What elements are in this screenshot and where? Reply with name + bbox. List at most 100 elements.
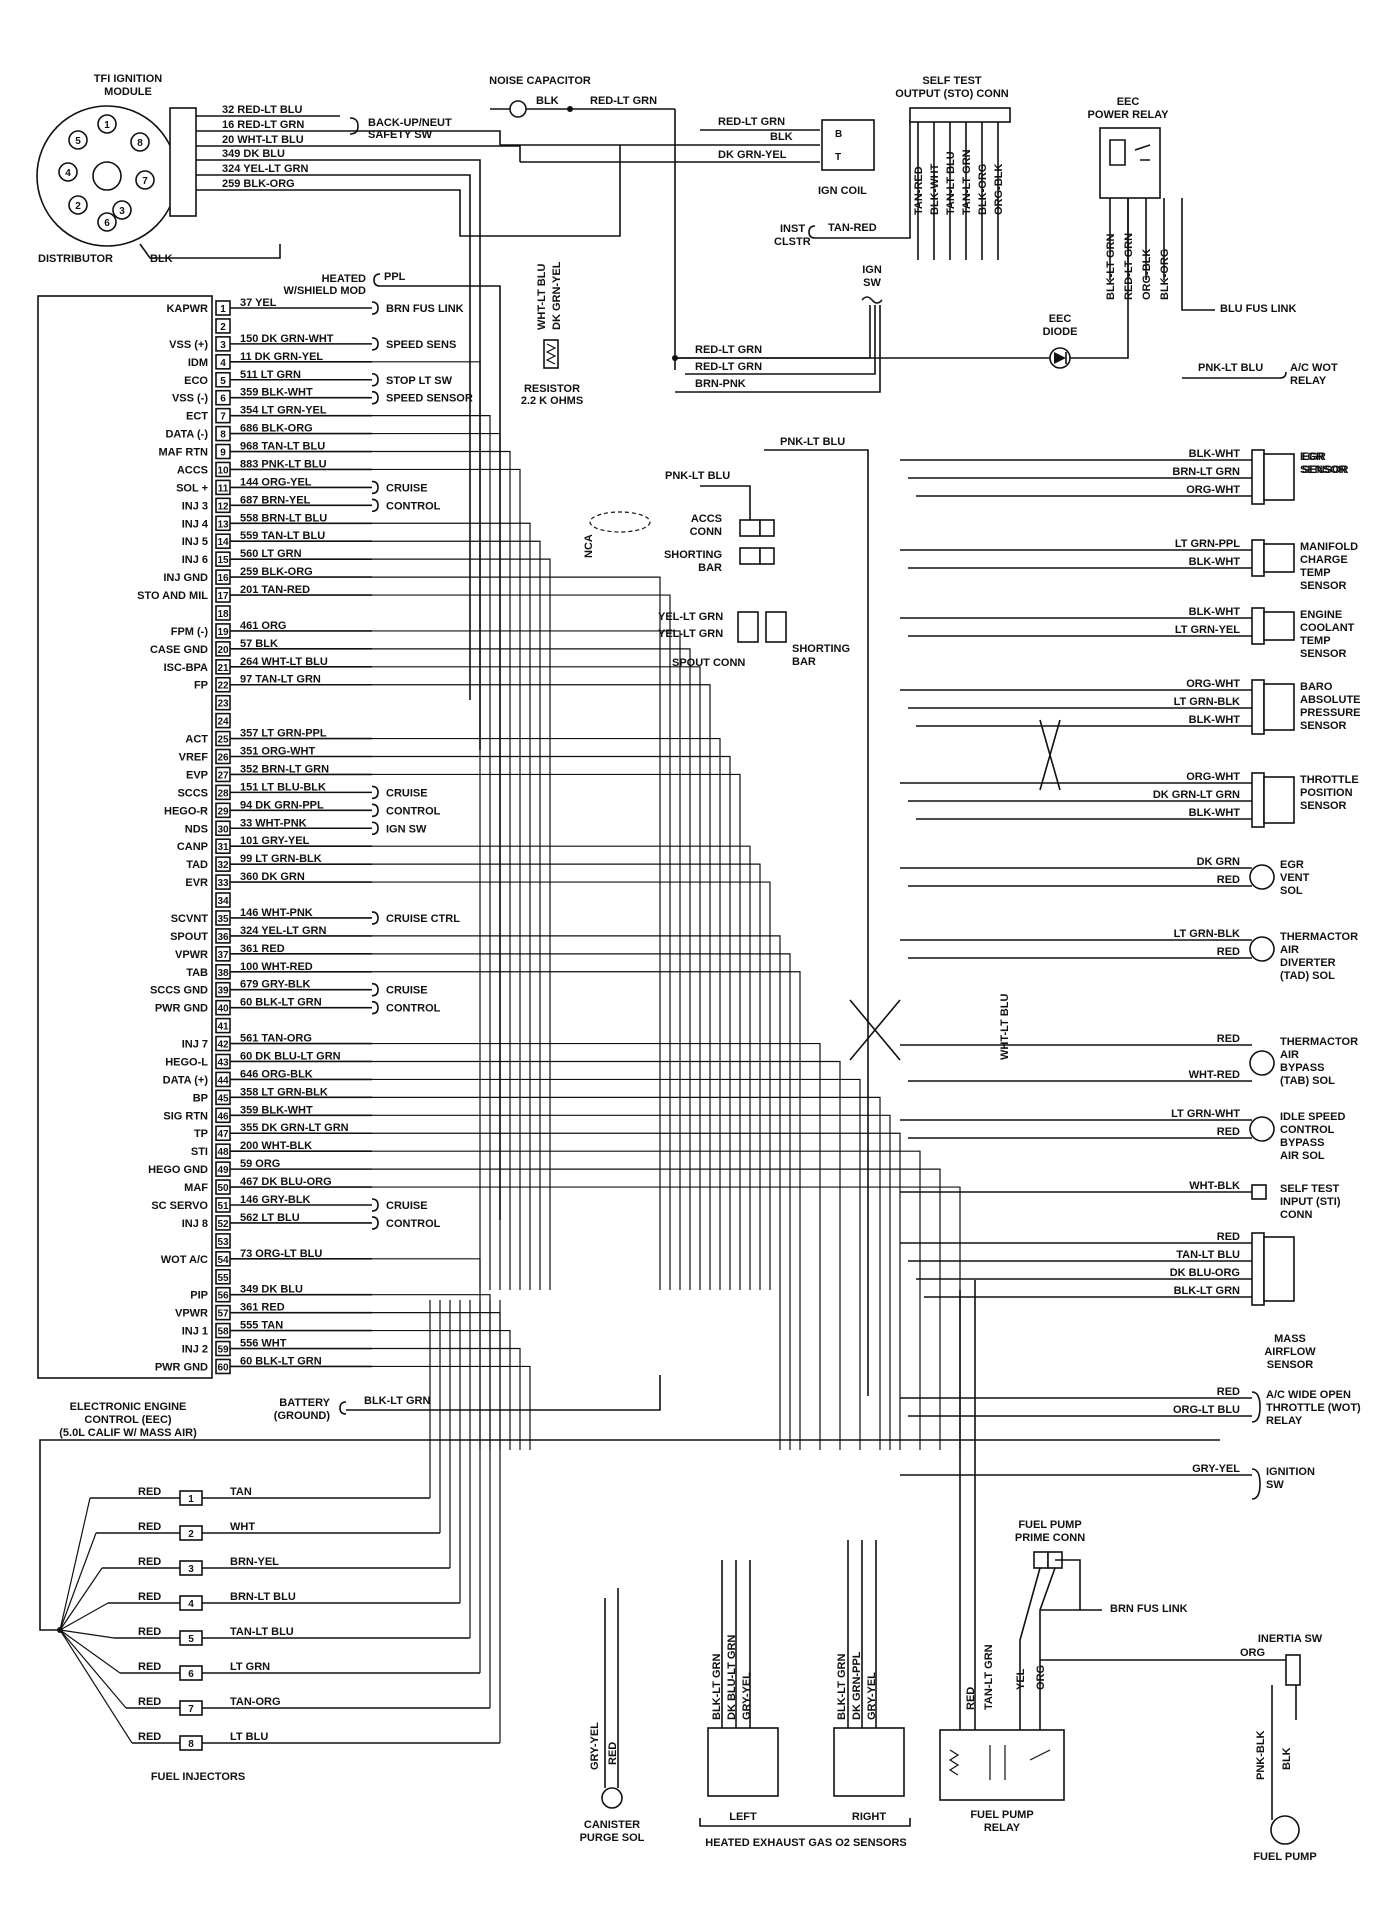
- eec-pin-function: EVR: [185, 877, 208, 889]
- eec-pin-destination: CRUISE: [386, 1200, 428, 1212]
- coil-wire-1: RED-LT GRN: [718, 116, 785, 128]
- eec-bus-wire: [372, 684, 711, 1290]
- mct-component: LT GRN-PPLBLK-WHTMANIFOLDCHARGETEMPSENSO…: [900, 538, 1358, 592]
- injector-number: 2: [188, 1529, 194, 1540]
- fpr-wire-3: YEL: [1015, 1668, 1027, 1690]
- ac-wot-label-2: RELAY: [1290, 375, 1327, 387]
- tad-label: THERMACTOR: [1280, 931, 1358, 943]
- eec-pin-function: INJ 2: [182, 1344, 208, 1356]
- injector-number: 1: [188, 1494, 194, 1505]
- mct-connector: [1251, 539, 1265, 577]
- eec-pin-wire: 60 DK BLU-LT GRN: [240, 1050, 341, 1062]
- baro-label: SENSOR: [1300, 720, 1347, 732]
- eec-pin-function: HEGO-L: [165, 1056, 208, 1068]
- sto-wire-label: TAN-RED: [913, 166, 925, 215]
- tps-label: SENSOR: [1300, 800, 1347, 812]
- eec-bus-wire: [372, 935, 781, 1450]
- eec-pin-wire: 94 DK GRN-PPL: [240, 799, 324, 811]
- eec-pin-function: INJ 7: [182, 1039, 208, 1051]
- eec-pin-wire: 351 ORG-WHT: [240, 746, 315, 758]
- eec-bus-wire: [372, 450, 511, 1290]
- tab-label: AIR: [1280, 1049, 1299, 1061]
- eec-bus-wire: [372, 361, 481, 1290]
- eec-bus-wire: [372, 755, 731, 1290]
- eec-pin-number: 13: [217, 519, 229, 530]
- eec-pin-destination: CONTROL: [386, 805, 441, 817]
- eec-bus-wire: [372, 1150, 921, 1450]
- noise-capacitor-symbol: [509, 100, 527, 118]
- sto-wire-label: BLK-ORG: [977, 164, 989, 215]
- fpr-label-2: RELAY: [984, 1822, 1021, 1834]
- maf-label-2: AIRFLOW: [1264, 1346, 1316, 1358]
- mct-body: [1263, 543, 1295, 573]
- ign-coil: [821, 119, 875, 171]
- eec-pin-function: BP: [193, 1092, 208, 1104]
- eec-pin-wire: 968 TAN-LT BLU: [240, 441, 325, 453]
- eec-bus-wire: [372, 468, 521, 1290]
- eec-pin-number: 49: [217, 1165, 229, 1176]
- noise-capacitor-group: NOISE CAPACITOR BLK RED-LT GRN: [489, 75, 676, 370]
- eec-pin-function: DATA (+): [163, 1074, 209, 1086]
- tfi-wire-label: 32 RED-LT BLU: [222, 104, 303, 116]
- eec-pin-wire: 467 DK BLU-ORG: [240, 1176, 332, 1188]
- eec-pin-wire: 201 TAN-RED: [240, 584, 310, 596]
- tab-label: BYPASS: [1280, 1062, 1324, 1074]
- eec-bus-wire: [372, 1168, 941, 1450]
- eec-bus-wires: [230, 307, 1061, 1450]
- inertia-label: INERTIA SW: [1258, 1633, 1323, 1645]
- eec-pin-wire: 101 GRY-YEL: [240, 835, 310, 847]
- eec-diode-group: EEC DIODE: [675, 198, 1129, 369]
- eec-title-3: (5.0L CALIF W/ MASS AIR): [59, 1427, 197, 1439]
- tfi-wire-label: 259 BLK-ORG: [222, 178, 295, 190]
- pnk-wire-label: PNK-LT BLU: [780, 436, 845, 448]
- injector-out-wire: TAN-LT BLU: [230, 1626, 294, 1638]
- nca-shield: [589, 511, 651, 533]
- eec-pin-brace: [371, 480, 379, 495]
- ign-coil-group: B T RED-LT GRN BLK DK GRN-YEL IGN COIL: [500, 116, 875, 197]
- isc-label: AIR SOL: [1280, 1150, 1325, 1162]
- eec-pin-number: 40: [217, 1004, 229, 1015]
- mct-label: SENSOR: [1300, 580, 1347, 592]
- eec-pin-function: FP: [194, 680, 208, 692]
- backup-brace: [349, 117, 359, 135]
- eec-pin-number: 56: [217, 1291, 229, 1302]
- maf-wire-label: BLK-LT GRN: [1174, 1285, 1240, 1297]
- eec-pin-wire: 144 ORG-YEL: [240, 476, 312, 488]
- eec-pin-wire: 357 LT GRN-PPL: [240, 728, 327, 740]
- short-label-1: SHORTING: [664, 549, 722, 561]
- eec-bus-wire: [372, 1042, 821, 1450]
- eec-pin-function: VSS (+): [169, 339, 208, 351]
- injector-number: 7: [188, 1704, 194, 1715]
- tps-connector: [1251, 772, 1265, 828]
- ect-label: ENGINE: [1300, 609, 1342, 621]
- relay-wire-label: ORG-BLK: [1141, 249, 1153, 300]
- eec-pin-wire: 687 BRN-YEL: [240, 494, 311, 506]
- sti-label: CONN: [1280, 1209, 1312, 1221]
- eec-pin-function: MAF RTN: [159, 447, 209, 459]
- egr-body: [1263, 453, 1295, 501]
- resistor-label-2: 2.2 K OHMS: [521, 395, 583, 407]
- eec-bus-wire: [372, 1114, 891, 1450]
- short-label-3: SHORTING: [792, 643, 850, 655]
- left-o2-wire-3: GRY-YEL: [741, 1672, 753, 1720]
- eec-pin-number: 18: [217, 609, 229, 620]
- evr-label: EGR: [1280, 859, 1304, 871]
- eec-pin-number: 29: [217, 806, 229, 817]
- isc-solenoid: [1249, 1116, 1275, 1142]
- eec-pin-number: 32: [217, 860, 229, 871]
- injectors-title: FUEL INJECTORS: [151, 1771, 245, 1783]
- eec-pin-number: 14: [217, 537, 229, 548]
- distributor-hub: [92, 161, 122, 191]
- eec-pin-number: 5: [220, 376, 226, 387]
- eec-pin-number: 47: [217, 1129, 229, 1140]
- ign-sw-label-2: SW: [863, 277, 881, 289]
- maf-label-3: SENSOR: [1267, 1359, 1314, 1371]
- eec-bus-wire: [372, 630, 681, 1290]
